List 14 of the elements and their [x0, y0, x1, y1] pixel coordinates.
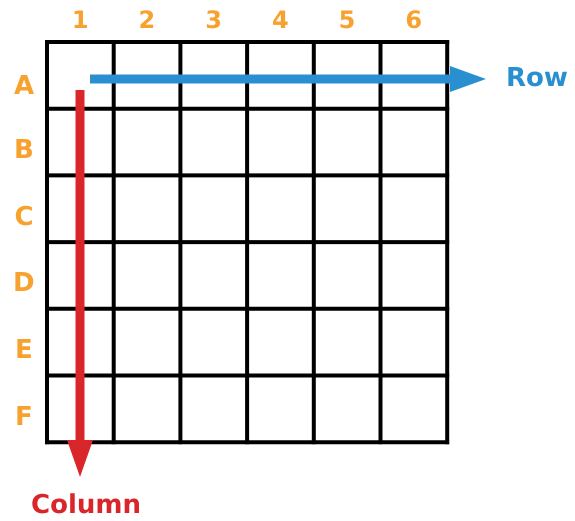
row-letter: B — [14, 137, 34, 164]
axis-label: Column — [31, 492, 141, 518]
row-letter: F — [15, 404, 33, 430]
row-letter: A — [14, 73, 34, 99]
row-letter: D — [13, 270, 35, 296]
column-number: 2 — [138, 8, 156, 32]
row-letter: E — [15, 337, 33, 364]
row-letter: C — [14, 204, 34, 230]
column-number: 1 — [72, 8, 89, 32]
column-number: 3 — [205, 8, 222, 32]
column-number: 4 — [272, 8, 289, 32]
axis-label: Row — [506, 65, 568, 91]
column-number: 5 — [338, 8, 356, 32]
column-number: 6 — [405, 8, 422, 32]
